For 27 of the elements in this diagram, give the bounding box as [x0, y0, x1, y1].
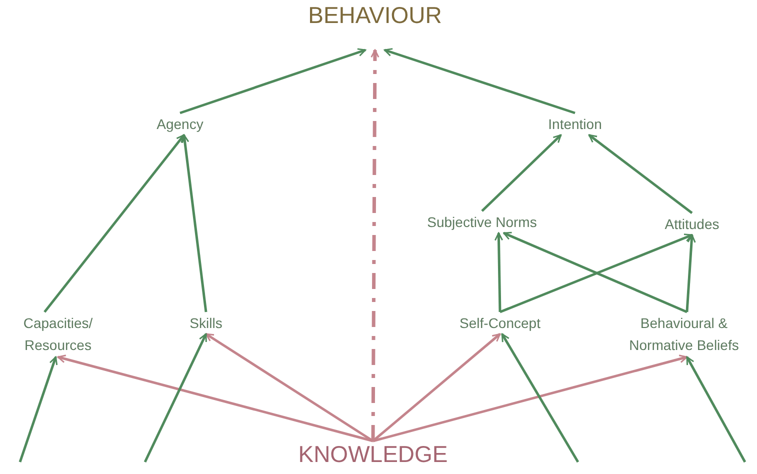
arrow [180, 48, 366, 114]
arrow [205, 332, 374, 442]
concept-label: Capacities/ Resources [23, 315, 93, 354]
concept-label: BEHAVIOUR [308, 2, 442, 28]
arrow [18, 356, 58, 462]
concept-label: Intention [548, 116, 602, 132]
concept-label: Skills [190, 315, 222, 331]
arrow [180, 134, 208, 312]
concept-label: Behavioural & Normative Beliefs [629, 315, 739, 354]
arrow [372, 333, 501, 442]
concept-label: Attitudes [664, 216, 720, 232]
concept-label: Self-Concept [460, 315, 540, 331]
arrow [501, 333, 580, 463]
arrow [370, 49, 380, 441]
arrow [372, 354, 688, 442]
arrow [481, 134, 562, 212]
concept-label: Subjective Norms [427, 214, 537, 230]
concept-label: Agency [156, 116, 204, 132]
arrow [686, 234, 696, 312]
arrow [44, 134, 185, 313]
arrow [57, 354, 374, 442]
arrow [494, 232, 504, 312]
concept-label: KNOWLEDGE [298, 441, 448, 467]
arrow [588, 134, 693, 214]
arrow [144, 333, 208, 463]
arrow [384, 48, 576, 114]
arrow [686, 356, 746, 463]
